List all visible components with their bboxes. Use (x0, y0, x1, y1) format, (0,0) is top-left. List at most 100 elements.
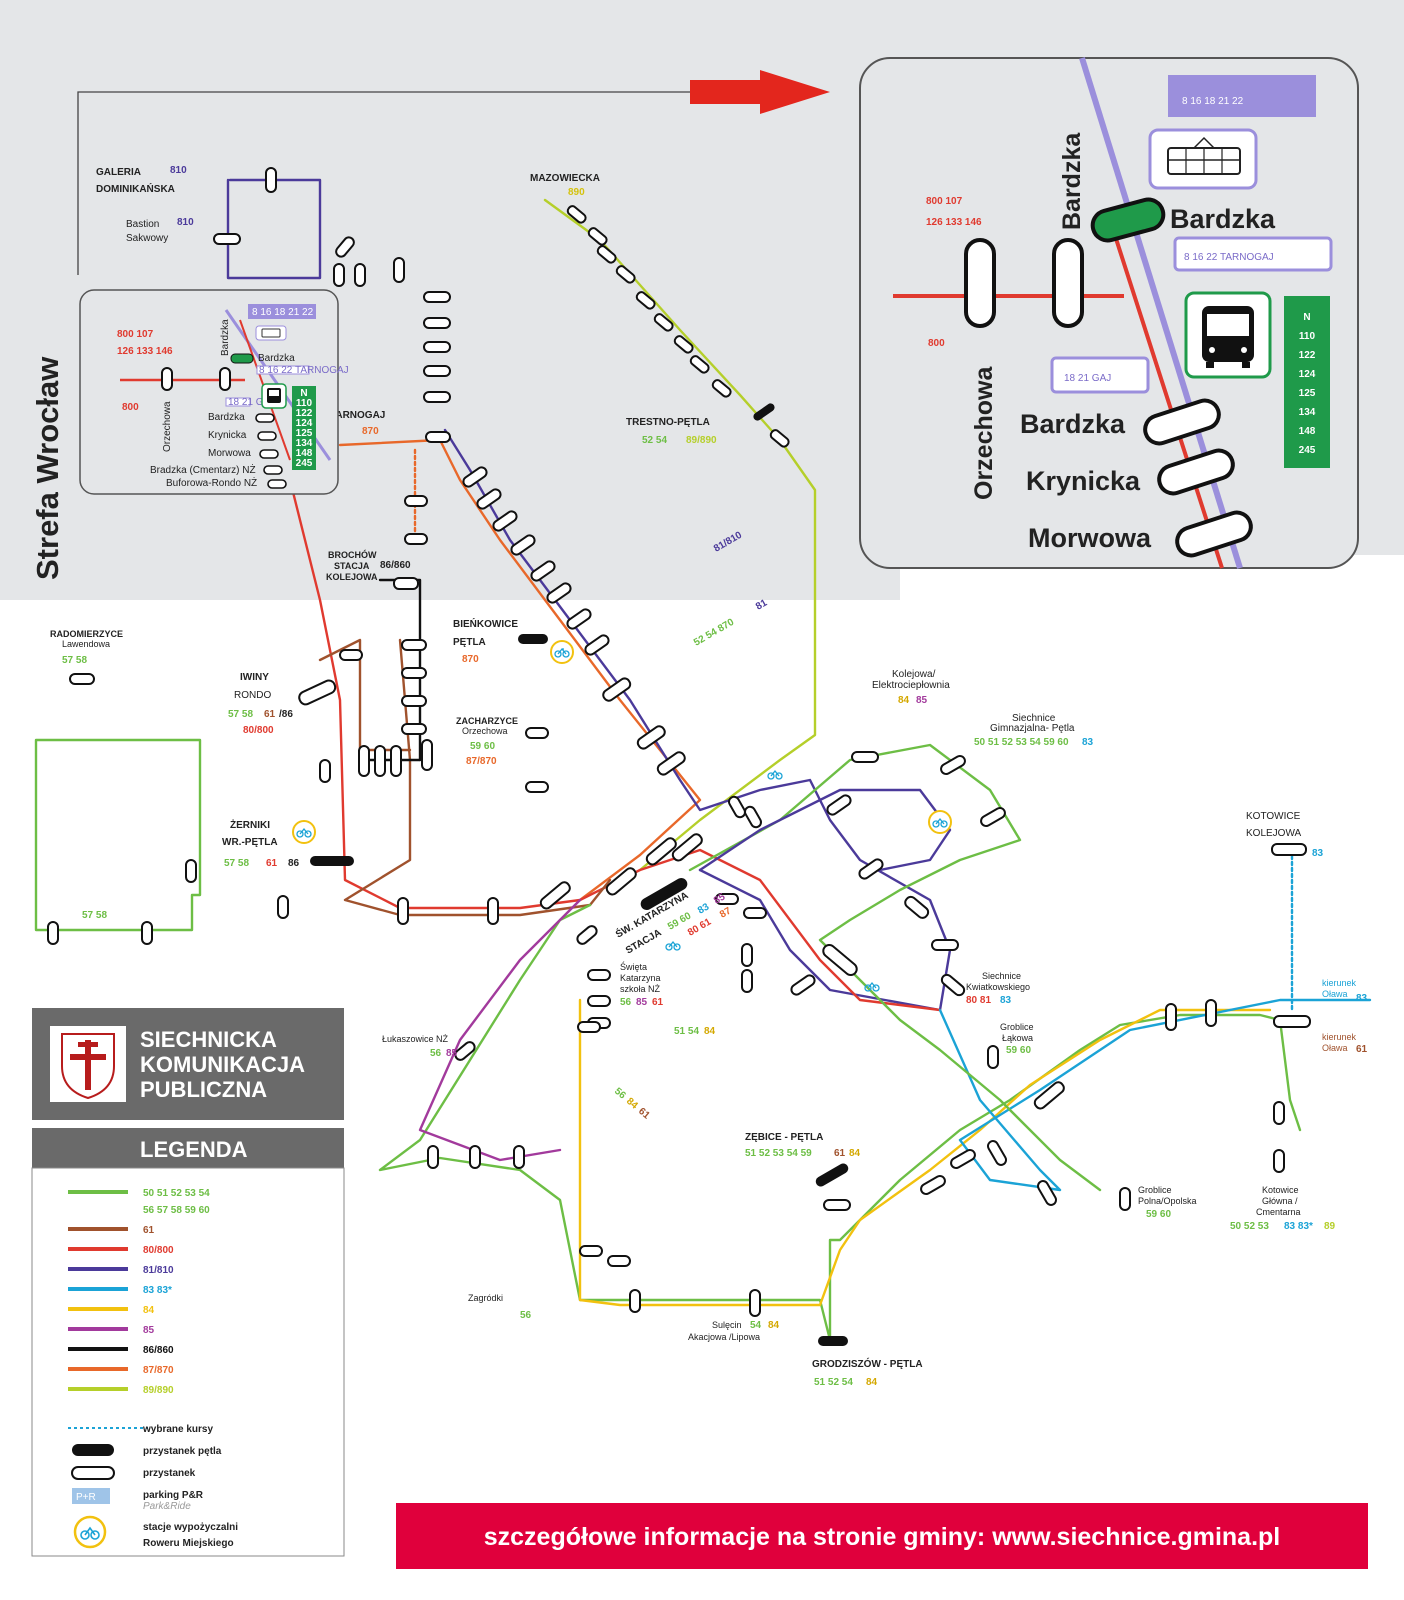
stop-szkola-radw[interactable] (601, 676, 632, 702)
stop-kraszewskiego[interactable] (979, 806, 1007, 828)
stop-siechnice[interactable] (743, 907, 767, 919)
terminus-zebice[interactable] (814, 1162, 850, 1189)
stop-katarzyna-2[interactable] (605, 866, 638, 896)
inset-stop-bardzka-tram[interactable] (1089, 196, 1166, 244)
stop-mazowiecka-6[interactable] (653, 313, 674, 333)
stop-poprzeczna[interactable] (583, 633, 610, 656)
stop-prawocin[interactable] (789, 973, 816, 996)
stop-krakowska[interactable] (423, 317, 451, 329)
inset-stop-morwowa[interactable] (1174, 509, 1255, 559)
stop-wiaduktowa[interactable] (404, 495, 428, 507)
stop-katarzyna-park[interactable] (575, 924, 598, 946)
stop-iwiny-2[interactable] (401, 667, 427, 679)
stop-bld[interactable] (656, 750, 687, 776)
stop-iwiny-4[interactable] (401, 723, 427, 735)
stop-grob-kot[interactable] (1033, 1080, 1066, 1110)
stop-wiadukt[interactable] (715, 893, 739, 905)
stop-bratowice[interactable] (629, 1289, 641, 1313)
stop-durok[interactable] (1165, 1003, 1177, 1031)
stop-spacerowa[interactable] (1205, 999, 1217, 1027)
stop-kwiatkowskiego[interactable] (940, 973, 966, 997)
inset-stop-krynicka[interactable] (1156, 447, 1237, 497)
stop-swistackiego[interactable] (393, 257, 405, 283)
stop-bastion[interactable] (213, 233, 241, 245)
stop-kotowice-kol[interactable] (1271, 843, 1307, 856)
stop-grob-polna[interactable] (1119, 1187, 1131, 1211)
stop-iwiny-k[interactable] (390, 745, 402, 777)
stop-skrajna[interactable] (545, 581, 572, 604)
stop-grodziszow-lip[interactable] (577, 1021, 601, 1033)
stop-mickiewicza[interactable] (565, 607, 592, 630)
stop-urzad[interactable] (851, 751, 879, 763)
stop-iwiny-3[interactable] (401, 695, 427, 707)
stop-katarzyna-1[interactable] (539, 880, 572, 910)
stop-sosnowiecka[interactable] (491, 509, 518, 532)
stop-sulecin[interactable] (749, 1289, 761, 1317)
stop-staszica[interactable] (931, 939, 959, 951)
stop-kotowice-cm[interactable] (1273, 1149, 1285, 1173)
stop-sienkiewicza[interactable] (903, 895, 930, 920)
stop-mazowiecka-2[interactable] (587, 227, 608, 247)
inset-stop-orzechowa[interactable] (964, 238, 996, 328)
stop-biestrzykow-skl[interactable] (141, 921, 153, 945)
stop-katarzyna-prz[interactable] (587, 995, 611, 1007)
terminus-grodziszow[interactable] (818, 1336, 848, 1346)
stop-kosciuszki[interactable] (354, 263, 366, 287)
stop-szkolna[interactable] (825, 793, 852, 816)
stop-krakowska-ch[interactable] (423, 341, 451, 353)
stop-mazowiecka-4[interactable] (615, 265, 636, 285)
stop-mazowiecka-3[interactable] (596, 245, 617, 265)
stop-katarzyna-4[interactable] (671, 832, 704, 862)
stop-zebice-lip[interactable] (823, 1199, 851, 1211)
inset-stop-bardzka[interactable] (1142, 397, 1223, 447)
stop-czeremchowa[interactable] (741, 943, 753, 967)
stop-iwiny-j[interactable] (358, 745, 370, 777)
stop-siechnice-pkp[interactable] (743, 805, 763, 829)
stop-lukaszowice[interactable] (453, 1040, 476, 1062)
stop-na-niskich[interactable] (423, 291, 451, 303)
stop-iwiny-rondo[interactable] (297, 679, 337, 707)
terminus-katarzyna[interactable] (638, 876, 689, 912)
stop-mazowiecka-9[interactable] (711, 379, 732, 399)
stop-ksiaze[interactable] (461, 465, 488, 488)
stop-grob-kol[interactable] (986, 1139, 1008, 1167)
stop-smardzow[interactable] (487, 897, 499, 925)
stop-zerniki-kol[interactable] (397, 897, 409, 925)
stop-kalinowa[interactable] (741, 969, 753, 993)
stop-szostakowice[interactable] (579, 1245, 603, 1257)
stop-topolowa[interactable] (404, 533, 428, 545)
stop-zacharzyce-k[interactable] (525, 781, 549, 793)
stop-grob-lakowa[interactable] (987, 1045, 999, 1069)
stop-galeria[interactable] (265, 167, 277, 193)
stop-katarzyna-3[interactable] (645, 836, 678, 866)
inset-stop-bardzka-v[interactable] (1052, 238, 1084, 328)
stop-mazowiecka-5[interactable] (635, 291, 656, 311)
stop-osiedle[interactable] (821, 943, 859, 978)
stop-iwiny-p[interactable] (374, 745, 386, 777)
stop-zaglebiowska[interactable] (475, 487, 502, 510)
stop-biestrzykow-skrz[interactable] (185, 859, 197, 883)
stop-iwiny-1[interactable] (401, 639, 427, 651)
terminus-zerniki[interactable] (310, 856, 354, 866)
terminus-bienkowice[interactable] (518, 634, 548, 644)
stop-karwinska[interactable] (423, 391, 451, 403)
stop-kotowice-glowna[interactable] (1273, 1015, 1311, 1028)
stop-gazowa[interactable] (425, 431, 451, 443)
stop-park-wsch[interactable] (423, 365, 451, 377)
stop-zacisze-s[interactable] (857, 857, 884, 880)
stop-iwiny-kol[interactable] (421, 739, 433, 771)
stop-brochowska[interactable] (509, 533, 536, 556)
stop-dworcowa[interactable] (333, 263, 345, 287)
stop-opolska[interactable] (529, 559, 556, 582)
stop-storczyk[interactable] (607, 1255, 631, 1267)
stop-radomierzyce[interactable] (69, 673, 95, 685)
stop-ozorzyce-k[interactable] (469, 1145, 481, 1169)
stop-blizanowice[interactable] (769, 429, 790, 449)
terminus-trestno[interactable] (752, 402, 776, 422)
stop-zebice-prusa[interactable] (919, 1174, 947, 1196)
stop-siechnice-zb[interactable] (727, 795, 747, 819)
stop-zerniki-orla[interactable] (319, 759, 331, 783)
stop-zerniki-kol7a[interactable] (277, 895, 289, 919)
stop-biestrzykow-lip[interactable] (47, 921, 59, 945)
stop-komuny[interactable] (334, 235, 356, 258)
